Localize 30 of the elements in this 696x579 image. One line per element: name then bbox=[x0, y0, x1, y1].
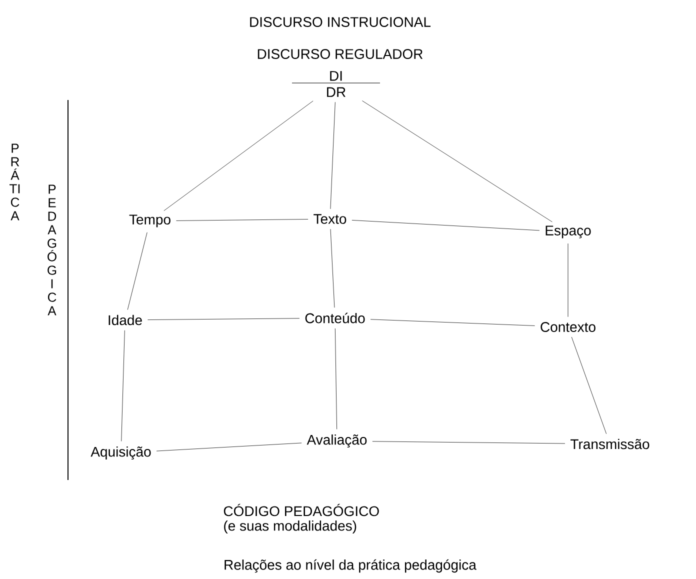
connector-line bbox=[352, 220, 540, 231]
connector-line bbox=[148, 318, 300, 320]
connector-line bbox=[370, 319, 535, 326]
connector-line bbox=[372, 441, 566, 444]
term-label: Tempo bbox=[129, 214, 170, 228]
connector-line bbox=[330, 102, 336, 210]
term-label: Conteúdo bbox=[305, 312, 365, 324]
connector-line bbox=[176, 219, 308, 221]
term-label: DI DR bbox=[292, 71, 380, 97]
term-label: Avaliação bbox=[306, 434, 367, 448]
connector-line bbox=[164, 100, 314, 211]
connector-line bbox=[156, 442, 302, 452]
connector-line bbox=[330, 228, 335, 308]
vertical-label: PRÁTICA bbox=[10, 144, 20, 220]
vertical-label: PEDAGÓGICA bbox=[48, 184, 56, 316]
heading-label: (e suas modalidades) bbox=[224, 520, 356, 534]
term-label: Espaço bbox=[546, 226, 591, 238]
heading-label: CÓDIGO PEDAGÓGICO bbox=[224, 504, 379, 516]
term-label: Idade bbox=[108, 314, 142, 326]
term-label: Transmissão bbox=[570, 438, 650, 450]
connector-line bbox=[121, 330, 125, 442]
term-label: Texto bbox=[314, 214, 346, 224]
heading-label: Relações ao nível da prática pedagógica bbox=[224, 559, 476, 573]
term-label: Aquisição bbox=[90, 446, 151, 460]
heading-label: DISCURSO INSTRUCIONAL bbox=[250, 17, 431, 27]
connector-line bbox=[362, 100, 552, 222]
connector-line bbox=[334, 328, 338, 430]
connector-line bbox=[571, 336, 607, 434]
term-label: Contexto bbox=[540, 322, 596, 332]
connector-line bbox=[127, 232, 148, 310]
